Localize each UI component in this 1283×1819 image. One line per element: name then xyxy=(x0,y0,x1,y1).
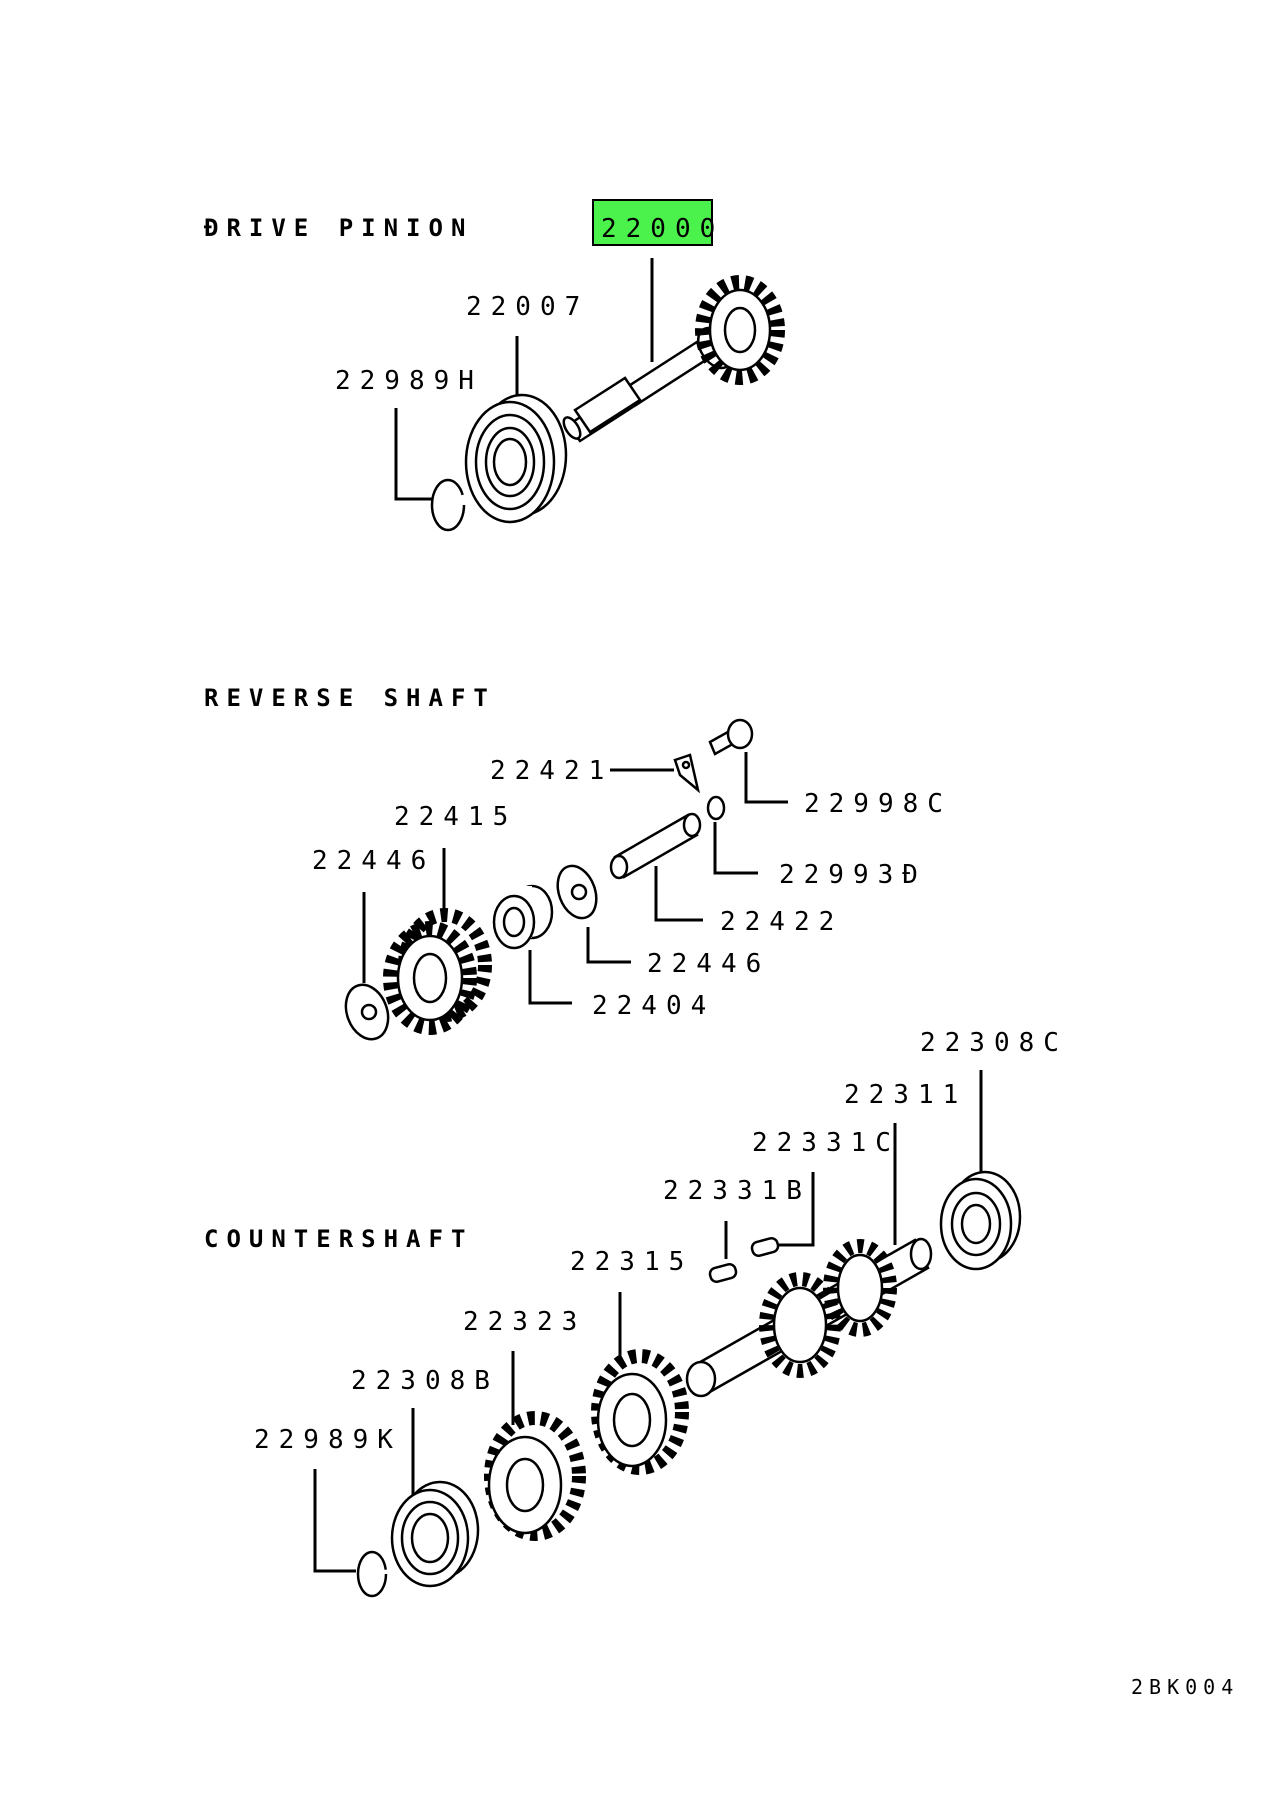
bolt-22998C-drawing[interactable] xyxy=(708,718,754,756)
gear-22323-drawing[interactable] xyxy=(484,1411,586,1541)
needle-bearing-22404-drawing[interactable] xyxy=(492,884,554,950)
leader-lines xyxy=(313,258,983,1573)
part-label-22331B[interactable]: 22331B xyxy=(663,1176,811,1206)
part-label-22311[interactable]: 22311 xyxy=(844,1080,967,1110)
gear-22315-drawing[interactable] xyxy=(591,1349,689,1475)
key-22331C-drawing[interactable] xyxy=(750,1236,780,1258)
bearing-22007-drawing[interactable] xyxy=(464,393,568,524)
part-label-22323[interactable]: 22323 xyxy=(463,1307,586,1337)
part-label-22998C[interactable]: 22998C xyxy=(804,789,952,819)
highlight-box-22000[interactable] xyxy=(592,199,713,246)
part-label-22415[interactable]: 22415 xyxy=(394,802,517,832)
part-label-22315[interactable]: 22315 xyxy=(570,1247,693,1277)
part-label-22331C[interactable]: 22331C xyxy=(752,1128,900,1158)
o-ring-22993D-drawing[interactable] xyxy=(706,795,726,821)
countershaft-22311-drawing[interactable] xyxy=(685,1237,933,1398)
circlip-22989K-drawing[interactable] xyxy=(356,1550,388,1598)
drive-pinion-shaft-drawing[interactable] xyxy=(560,275,785,443)
part-label-22007[interactable]: 22007 xyxy=(466,292,589,322)
circlip-22989H-drawing[interactable] xyxy=(430,478,466,532)
section-drive-pinion: ĐRIVE PINION xyxy=(204,214,473,242)
bearing-22308B-drawing[interactable] xyxy=(390,1480,480,1588)
shaft-22422-drawing[interactable] xyxy=(609,812,702,880)
part-label-22989H[interactable]: 22989H xyxy=(335,366,483,396)
part-label-22000[interactable]: 22000 xyxy=(601,214,724,244)
section-reverse-shaft: REVERSE SHAFT xyxy=(204,684,496,712)
part-label-22421[interactable]: 22421 xyxy=(490,756,613,786)
part-label-22446-right[interactable]: 22446 xyxy=(647,949,770,979)
section-countershaft: COUNTERSHAFT xyxy=(204,1225,473,1253)
washer-22446-right-drawing[interactable] xyxy=(551,860,603,923)
part-label-22422[interactable]: 22422 xyxy=(720,907,843,937)
part-label-22989K[interactable]: 22989K xyxy=(254,1425,402,1455)
bearing-22308C-drawing[interactable] xyxy=(939,1170,1022,1271)
part-label-22446-left[interactable]: 22446 xyxy=(312,846,435,876)
plate-22421-drawing[interactable] xyxy=(673,753,701,794)
part-label-22404[interactable]: 22404 xyxy=(592,991,715,1021)
part-label-22308C[interactable]: 22308C xyxy=(920,1028,1068,1058)
part-label-22308B[interactable]: 22308B xyxy=(351,1366,499,1396)
part-label-22993D[interactable]: 22993Đ xyxy=(779,860,927,890)
diagram-reference: 2BK004 xyxy=(1131,1675,1239,1699)
gear-22415-drawing[interactable] xyxy=(383,908,492,1035)
key-22331B-drawing[interactable] xyxy=(708,1262,738,1284)
washer-22446-left-drawing[interactable] xyxy=(339,979,396,1045)
